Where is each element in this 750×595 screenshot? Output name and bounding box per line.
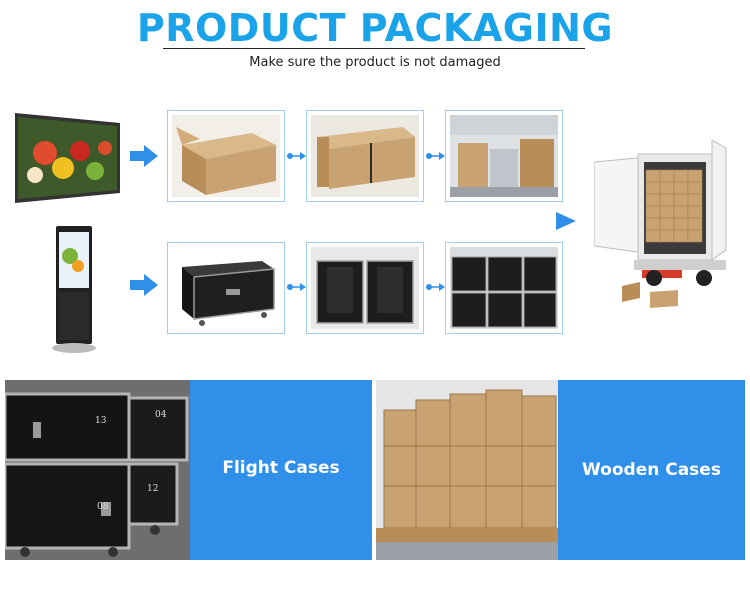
right-arrow-icon [130,145,158,167]
title-divider [163,48,585,49]
flight-cases-label: Flight Cases [222,458,340,478]
package-step-flight-case-stack [445,242,563,334]
wooden-cases-label: Wooden Cases [582,460,721,480]
package-step-flight-case-open [306,242,424,334]
package-step-open-box [167,110,285,202]
package-step-warehouse [445,110,563,202]
delivery-truck-image [593,139,744,310]
kiosk-display-image [50,226,98,354]
video-wall-image [15,113,120,203]
flight-case-number: 04 [155,410,167,420]
flight-cases-photo: 13 04 08 12 [3,380,190,560]
page-subtitle: Make sure the product is not damaged [249,55,501,70]
wooden-cases-panel: Wooden Cases [558,380,745,560]
wooden-cases-photo [376,380,558,560]
flight-case-number: 12 [147,484,159,494]
dot-arrow-icon [426,283,445,291]
play-arrow-icon [556,212,576,230]
dot-arrow-icon [287,283,306,291]
dot-arrow-icon [426,152,445,160]
page-title: PRODUCT PACKAGING [136,6,614,50]
flight-cases-panel: Flight Cases [190,380,372,560]
flight-case-number: 13 [95,416,107,426]
right-arrow-icon [130,274,158,296]
package-step-flight-case-closed [167,242,285,334]
flight-case-number: 08 [97,502,109,512]
package-step-sealed-box [306,110,424,202]
dot-arrow-icon [287,152,306,160]
